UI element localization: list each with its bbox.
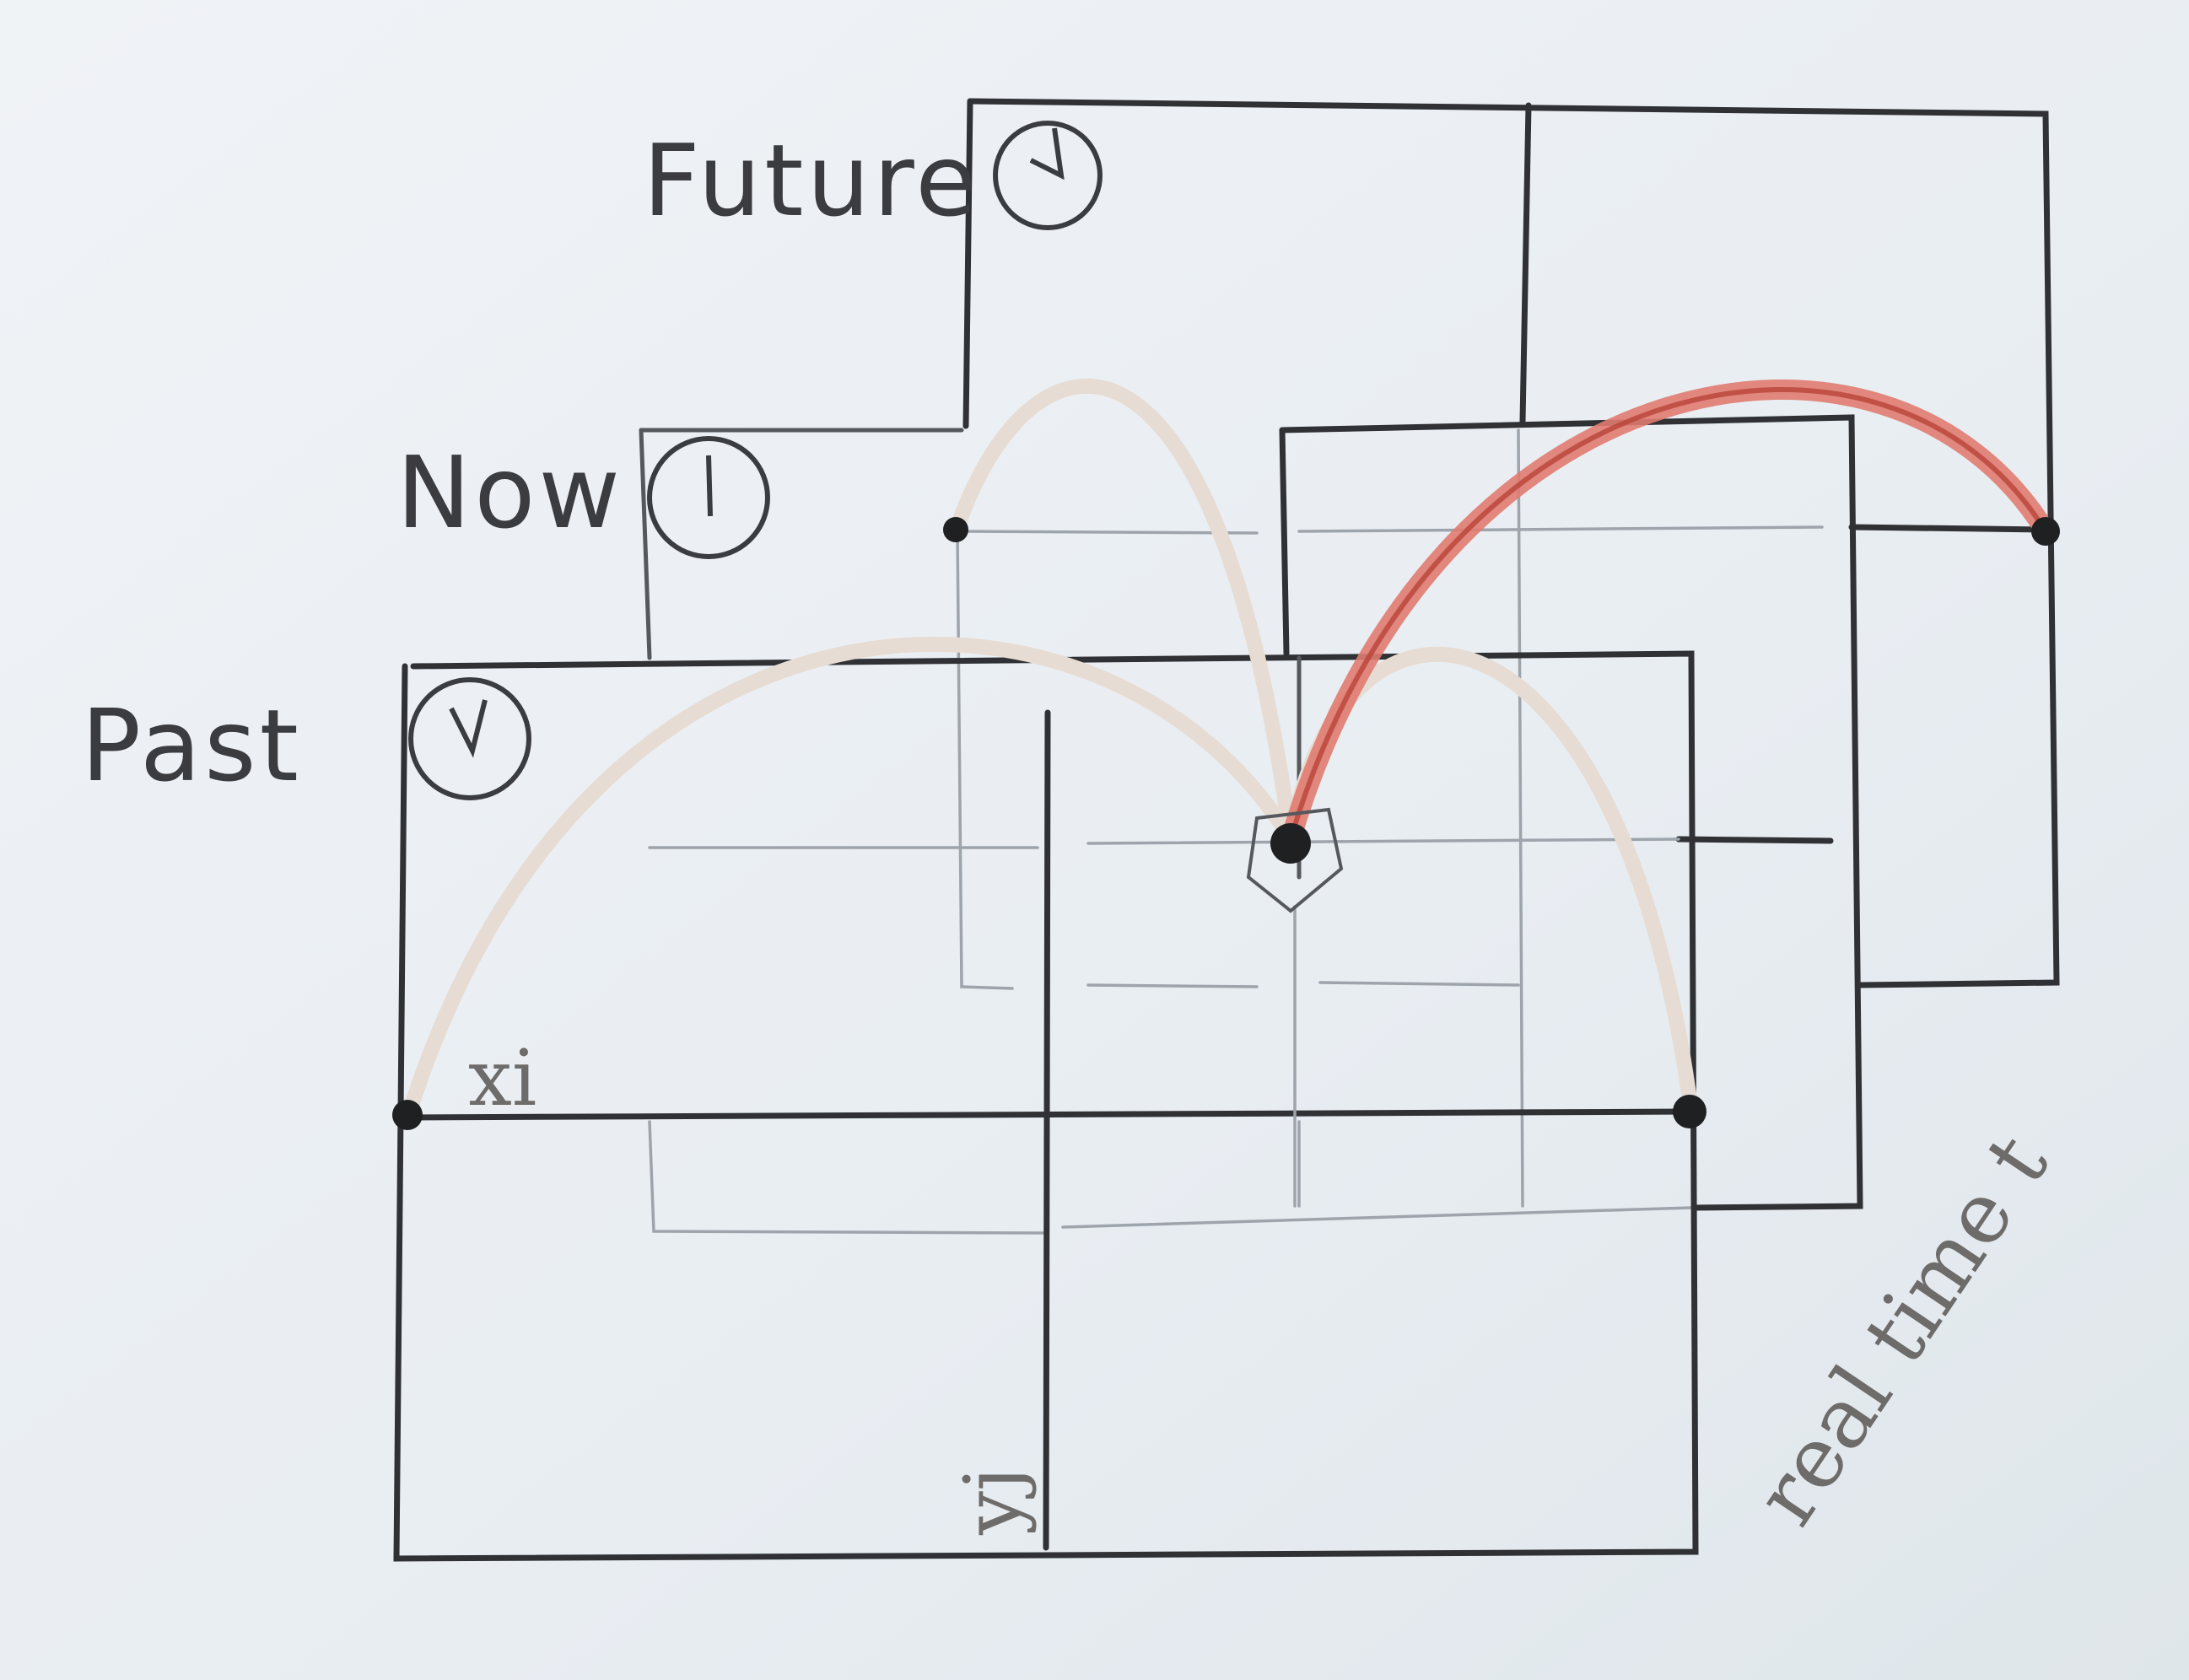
- past-label: Past: [81, 687, 302, 804]
- xi-label: xi: [468, 1033, 536, 1123]
- future-clock-icon: [993, 121, 1103, 230]
- point-right-past: [1673, 1095, 1706, 1128]
- center-point-outline: [1246, 807, 1344, 913]
- point-now: [943, 517, 968, 542]
- yj-label: yj: [947, 1467, 1038, 1537]
- arc-xi-to-center: [402, 636, 1298, 1121]
- now-clock-icon: [647, 436, 770, 559]
- point-xi: [392, 1100, 423, 1130]
- future-layer-grid: [956, 98, 2060, 990]
- point-future: [2031, 517, 2060, 546]
- past-clock-icon: [408, 677, 531, 800]
- highlight-arc-core: [1288, 387, 2048, 842]
- now-layer-grid: [639, 414, 1863, 1235]
- future-label: Future: [643, 122, 980, 239]
- arc-now-point-to-center: [950, 378, 1298, 847]
- point-center: [1270, 823, 1311, 864]
- now-label: Now: [396, 434, 623, 551]
